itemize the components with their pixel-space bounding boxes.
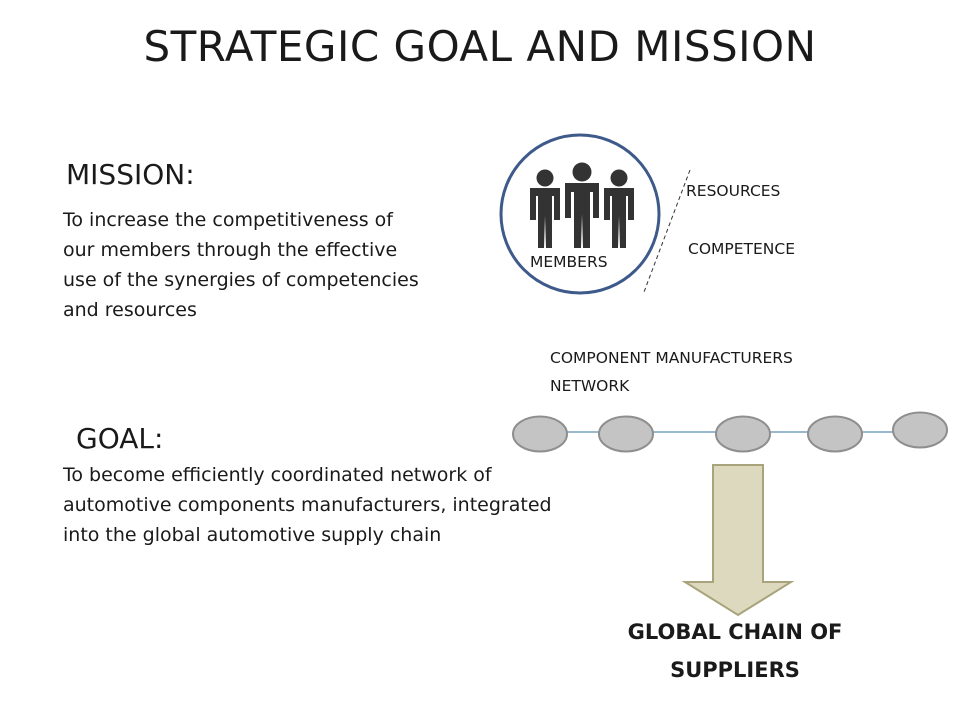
network-node — [892, 411, 948, 449]
network-nodes — [512, 411, 948, 453]
network-node — [807, 415, 863, 453]
global-chain-label: GLOBAL CHAIN OF SUPPLIERS — [590, 613, 880, 689]
network-label-line1: COMPONENT MANUFACTURERS — [550, 349, 793, 367]
resources-label: RESOURCES — [686, 182, 781, 200]
competence-label: COMPETENCE — [688, 240, 796, 258]
network-node — [512, 415, 568, 453]
mission-heading: MISSION: — [66, 158, 195, 191]
global-chain-line2: SUPPLIERS — [670, 658, 800, 682]
members-circle — [499, 133, 661, 295]
members-label: MEMBERS — [530, 253, 608, 271]
network-node — [715, 415, 771, 453]
down-arrow-icon — [681, 464, 795, 617]
goal-heading: GOAL: — [76, 422, 164, 455]
mission-text: To increase the competitiveness of our m… — [63, 209, 419, 321]
people-icon — [530, 162, 634, 248]
dashed-divider — [643, 169, 691, 293]
network-node — [598, 415, 654, 453]
global-chain-line1: GLOBAL CHAIN OF — [627, 620, 843, 644]
goal-text: To become efficiently coordinated networ… — [63, 464, 552, 546]
network-label: COMPONENT MANUFACTURERS NETWORK — [550, 344, 793, 400]
page-title: STRATEGIC GOAL AND MISSION — [143, 22, 817, 71]
network-label-line2: NETWORK — [550, 377, 630, 395]
